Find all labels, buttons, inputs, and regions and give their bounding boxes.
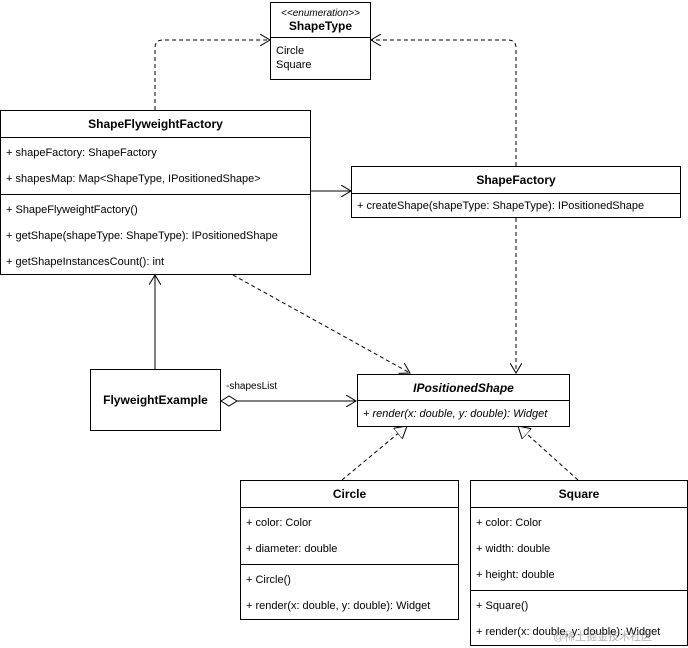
operation: + getShapeInstancesCount(): int [6,256,165,268]
square-operations: + Square() + render(x: double, y: double… [471,591,687,645]
dependency-factory-to-shapetype [154,40,270,110]
shapeslist-label: -shapesList [226,381,278,392]
operation: + render(x: double, y: double): Widget [476,626,661,638]
shapefactory-operations: + createShape(shapeType: ShapeType): IPo… [352,194,680,217]
ipositionedshape-interface: IPositionedShape + render(x: double, y: … [357,374,570,427]
shapeflyweightfactory-operations: + ShapeFlyweightFactory() + getShape(sha… [1,195,310,275]
watermark-text: @稀土掘金技术社区 [553,631,653,643]
attribute: + diameter: double [246,543,338,555]
shapeflyweightfactory-header: ShapeFlyweightFactory [1,111,310,138]
realization-square-to-positionedshape [518,426,579,481]
realization-circle-to-positionedshape [341,426,407,481]
shapefactory-class: ShapeFactory + createShape(shapeType: Sh… [351,166,681,218]
enum-stereotype: <<enumeration>> [281,8,360,19]
circle-attributes: + color: Color + diameter: double [241,508,458,565]
operation: + getShape(shapeType: ShapeType): IPosit… [6,230,278,242]
shapetype-header: <<enumeration>> ShapeType [271,3,370,38]
operation: + render(x: double, y: double): Widget [246,600,431,612]
shapetype-values: Circle Square [271,38,370,72]
square-attributes: + color: Color + width: double + height:… [471,508,687,591]
dependency-shapefactory-to-shapetype [371,40,517,166]
shapetype-title: ShapeType [288,19,353,33]
circle-header: Circle [241,481,458,508]
square-header: Square [471,481,687,508]
attribute: + shapesMap: Map<ShapeType, IPositionedS… [6,173,261,185]
ipositionedshape-header: IPositionedShape [358,375,569,401]
enum-value: Circle [276,45,305,57]
operation: + render(x: double, y: double): Widget [363,407,548,420]
shapeflyweightfactory-attributes: + shapeFactory: ShapeFactory + shapesMap… [1,138,310,195]
operation: + createShape(shapeType: ShapeType): IPo… [357,199,645,212]
shapeflyweightfactory-class: ShapeFlyweightFactory + shapeFactory: Sh… [0,110,311,275]
attribute: + color: Color [476,517,542,529]
ipositionedshape-operations: + render(x: double, y: double): Widget [358,401,569,426]
operation: + Circle() [246,574,291,586]
shapetype-enum: <<enumeration>> ShapeType Circle Square [270,2,371,80]
flyweightexample-class: FlyweightExample [90,369,221,431]
square-class: Square + color: Color + width: double + … [470,480,688,646]
circle-class: Circle + color: Color + diameter: double… [240,480,459,620]
dependency-factory-to-positionedshape [232,274,410,373]
attribute: + shapeFactory: ShapeFactory [6,147,157,159]
operation: + Square() [476,600,529,612]
attribute: + color: Color [246,517,312,529]
circle-operations: + Circle() + render(x: double, y: double… [241,565,458,619]
shapefactory-header: ShapeFactory [352,167,680,194]
attribute: + width: double [476,543,551,555]
enum-value: Square [276,59,312,71]
attribute: + height: double [476,569,555,581]
operation: + ShapeFlyweightFactory() [6,204,138,216]
